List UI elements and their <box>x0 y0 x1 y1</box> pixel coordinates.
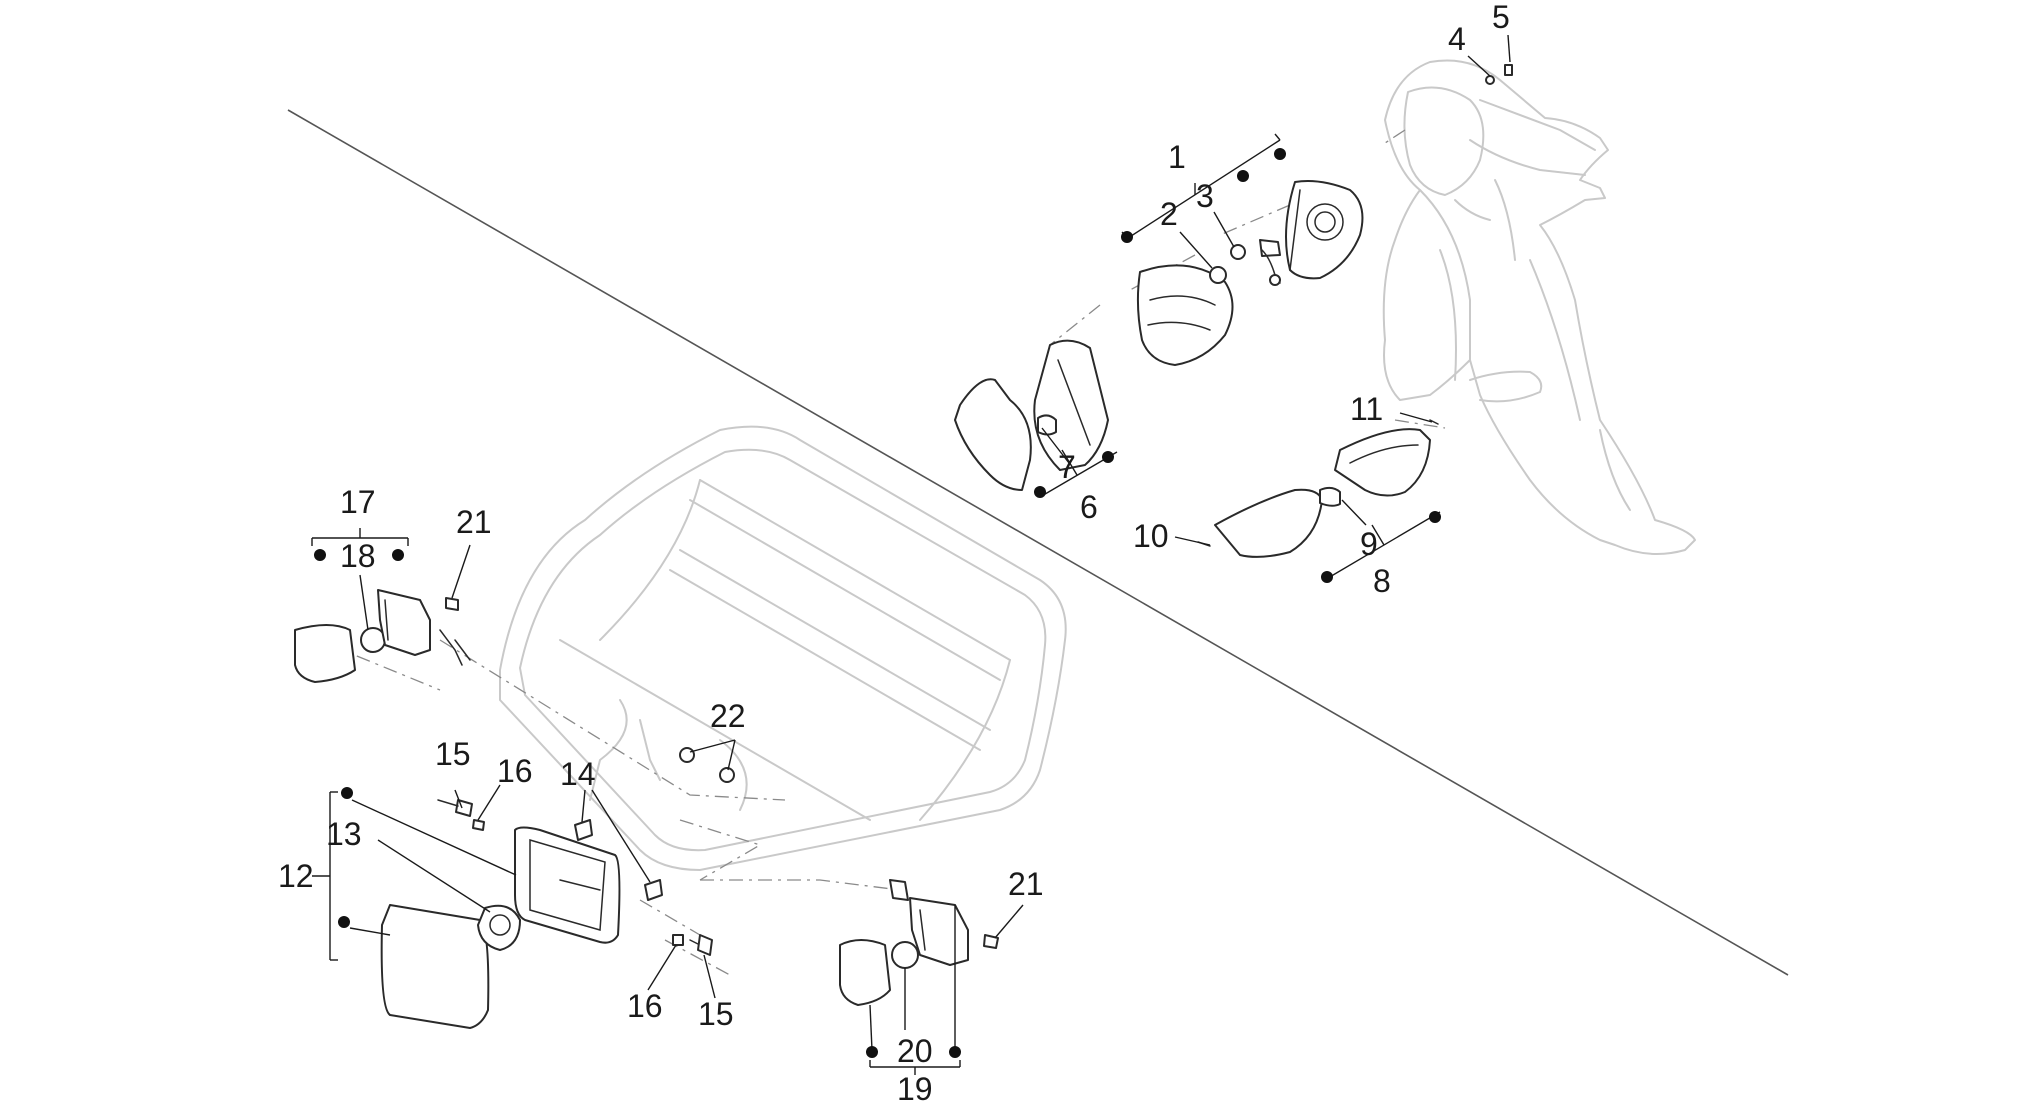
callout-19: 19 <box>897 1071 933 1101</box>
leader-lines <box>311 34 1511 1075</box>
callout-22: 22 <box>710 698 746 734</box>
front-right-indicator <box>1197 419 1439 558</box>
callout-10: 10 <box>1133 518 1169 554</box>
top-bolts <box>1485 64 1513 85</box>
callout-8: 8 <box>1373 563 1391 599</box>
callout-15-top: 15 <box>435 736 471 772</box>
rear-left-indicator <box>294 589 471 683</box>
callout-1: 1 <box>1168 139 1186 175</box>
callout-6: 6 <box>1080 489 1098 525</box>
callout-21-top: 21 <box>456 504 492 540</box>
callout-3: 3 <box>1196 178 1214 214</box>
callout-7: 7 <box>1058 449 1076 485</box>
rear-right-indicator <box>839 879 999 1006</box>
callout-numbers: 1 2 3 4 5 6 7 8 9 10 11 12 13 14 15 15 1… <box>278 0 1510 1101</box>
reference-dots <box>314 148 1441 1058</box>
callout-21-bottom: 21 <box>1008 866 1044 902</box>
rear-lamp <box>380 799 621 1029</box>
callout-18: 18 <box>340 538 376 574</box>
scooter-front-shield <box>1382 59 1696 555</box>
callout-20: 20 <box>897 1033 933 1069</box>
separator-line <box>287 109 1789 976</box>
headlamp-housing <box>1285 180 1364 280</box>
callout-11: 11 <box>1350 391 1383 427</box>
headlamp-lens <box>1136 264 1234 366</box>
callout-16-top: 16 <box>497 753 533 789</box>
callout-5: 5 <box>1492 0 1510 35</box>
callout-12: 12 <box>278 858 314 894</box>
small-hardware <box>574 747 735 956</box>
callout-9: 9 <box>1360 526 1378 562</box>
callout-17: 17 <box>340 484 376 520</box>
callout-13: 13 <box>326 816 362 852</box>
headlamp-bulb-holder <box>1209 239 1281 286</box>
callout-15-bottom: 15 <box>698 996 734 1032</box>
front-left-indicator <box>954 339 1109 491</box>
callout-14: 14 <box>560 756 596 792</box>
callout-2: 2 <box>1160 196 1178 232</box>
callout-4: 4 <box>1448 21 1466 57</box>
callout-16-bottom: 16 <box>627 988 663 1024</box>
luggage-rack <box>499 425 1067 871</box>
